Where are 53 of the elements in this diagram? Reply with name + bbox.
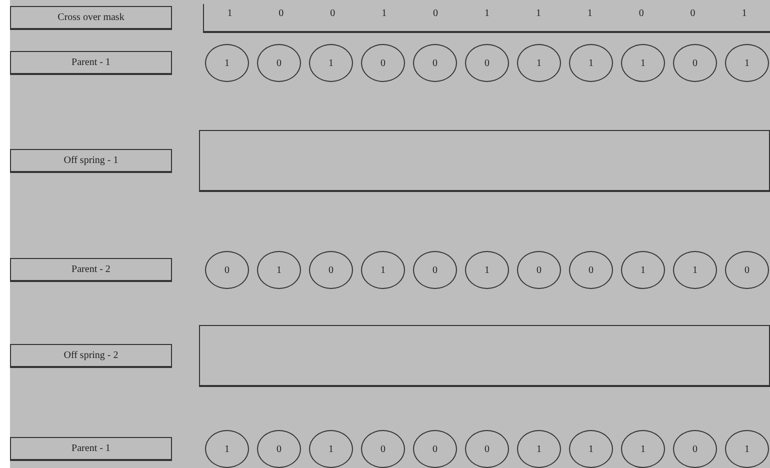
empty-chromosome-box xyxy=(199,325,770,387)
gene-circle: 1 xyxy=(205,430,249,468)
row-label: Parent - 1 xyxy=(10,437,172,461)
gene-circle: 0 xyxy=(413,251,457,289)
row-label: Off spring - 2 xyxy=(10,344,172,368)
gene-circle: 1 xyxy=(725,430,769,468)
gene-circle: 0 xyxy=(361,430,405,468)
gene-circle: 1 xyxy=(205,44,249,82)
gene-circle: 0 xyxy=(517,251,561,289)
row-label: Cross over mask xyxy=(10,6,172,30)
mask-bit: 0 xyxy=(278,8,284,19)
mask-bracket xyxy=(203,4,770,33)
gene-circle: 0 xyxy=(257,44,301,82)
row-label: Parent - 2 xyxy=(10,258,172,282)
mask-bit: 1 xyxy=(382,8,387,19)
gene-circle: 1 xyxy=(569,430,613,468)
gene-circle: 1 xyxy=(621,251,665,289)
empty-chromosome-box xyxy=(199,130,770,192)
gene-circle: 1 xyxy=(465,251,509,289)
row-label: Parent - 1 xyxy=(10,51,172,75)
gene-circle: 0 xyxy=(725,251,769,289)
mask-bit: 1 xyxy=(742,8,747,19)
gene-circle: 1 xyxy=(725,44,769,82)
gene-circle: 0 xyxy=(413,44,457,82)
mask-bit: 0 xyxy=(690,8,696,19)
gene-circle: 0 xyxy=(569,251,613,289)
gene-circle: 1 xyxy=(517,44,561,82)
gene-circle: 1 xyxy=(569,44,613,82)
gene-circle: 1 xyxy=(673,251,717,289)
mask-bit: 0 xyxy=(638,8,644,19)
gene-circle: 0 xyxy=(309,251,353,289)
mask-bit: 1 xyxy=(484,8,490,19)
mask-bit: 0 xyxy=(330,8,336,19)
gene-circle: 0 xyxy=(465,430,509,468)
gene-circle: 0 xyxy=(465,44,509,82)
mask-bit: 0 xyxy=(433,8,438,19)
gene-circle: 1 xyxy=(621,44,665,82)
gene-circle: 0 xyxy=(361,44,405,82)
mask-bit: 1 xyxy=(536,8,541,19)
mask-bit: 1 xyxy=(227,8,232,19)
gene-circle: 1 xyxy=(361,251,405,289)
row-label: Off spring - 1 xyxy=(10,149,172,173)
gene-circle: 1 xyxy=(257,251,301,289)
gene-circle: 0 xyxy=(257,430,301,468)
gene-circle: 1 xyxy=(309,430,353,468)
gene-circle: 0 xyxy=(673,430,717,468)
mask-bit: 1 xyxy=(587,8,592,19)
gene-circle: 1 xyxy=(517,430,561,468)
gene-circle: 0 xyxy=(413,430,457,468)
gene-circle: 0 xyxy=(205,251,249,289)
gene-circle: 0 xyxy=(673,44,717,82)
gene-circle: 1 xyxy=(309,44,353,82)
gene-circle: 1 xyxy=(621,430,665,468)
